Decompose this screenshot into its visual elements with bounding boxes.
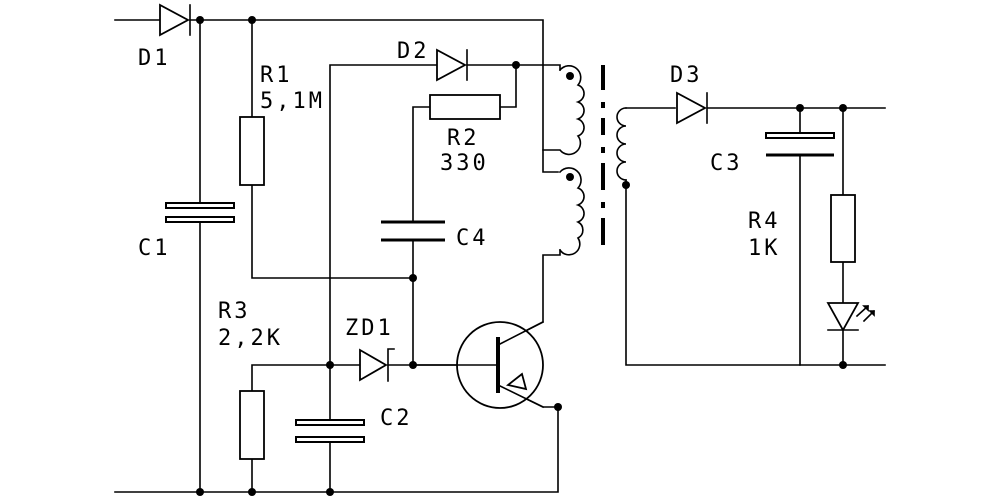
label-zd1: ZD1 <box>345 316 394 341</box>
polarity-dot <box>622 181 630 189</box>
junction-dot <box>196 488 204 496</box>
capacitor-c2 <box>295 419 365 443</box>
wires <box>114 19 886 493</box>
label-c4: C4 <box>456 226 489 251</box>
transformer-primary-lower <box>558 167 585 256</box>
wire-d2-feed <box>329 64 438 493</box>
junction-dot <box>248 16 256 24</box>
wire-bottom-rail <box>114 406 559 493</box>
wire-c4-base <box>387 239 414 366</box>
zener-diode-zd1 <box>359 348 395 382</box>
label-d3: D3 <box>670 63 703 88</box>
resistor-r4 <box>830 194 856 263</box>
junction-dot <box>326 488 334 496</box>
transformer <box>542 65 630 256</box>
transistor-npn <box>412 320 545 409</box>
wire-d2-output <box>466 64 561 71</box>
label-c3: C3 <box>710 151 743 176</box>
wire-r3-branch <box>251 364 361 493</box>
component-labels: D1 R1 5,1M D2 R2 330 D3 C3 R4 1K C1 C4 R… <box>138 39 781 431</box>
label-d1: D1 <box>138 46 171 71</box>
resistor-r3 <box>239 390 265 460</box>
capacitor-c1 <box>165 202 235 223</box>
wire-top-rail <box>189 19 559 173</box>
resistor-r1 <box>239 116 265 186</box>
label-r2-value: 330 <box>440 151 489 176</box>
label-d2: D2 <box>397 39 430 64</box>
wire-r1-branch <box>251 19 414 279</box>
junction-dot <box>839 104 847 112</box>
label-r1-value: 5,1M <box>260 89 325 114</box>
label-r2-name: R2 <box>447 126 480 151</box>
transformer-secondary <box>616 107 627 181</box>
junction-dot <box>512 61 520 69</box>
junction-dot <box>409 274 417 282</box>
junction-dot <box>839 361 847 369</box>
label-r1-name: R1 <box>260 63 293 88</box>
label-r4-name: R4 <box>748 209 781 234</box>
label-r3-value: 2,2K <box>218 326 283 351</box>
diode-d1 <box>159 3 191 37</box>
junction-dot <box>796 104 804 112</box>
diode-d2 <box>436 48 468 82</box>
junction-dots <box>196 16 847 496</box>
led <box>826 302 876 332</box>
junction-dot <box>196 16 204 24</box>
label-c2: C2 <box>380 406 413 431</box>
junction-dot <box>326 361 334 369</box>
junction-dot <box>554 403 562 411</box>
capacitor-c4 <box>381 220 445 242</box>
diode-d3 <box>676 91 708 125</box>
label-c1: C1 <box>138 236 171 261</box>
polarity-dot <box>566 173 574 181</box>
resistor-r2 <box>429 94 501 120</box>
transformer-primary-upper <box>542 65 585 156</box>
junction-dot <box>248 488 256 496</box>
capacitor-c3 <box>765 132 835 157</box>
wire-secondary-bottom <box>625 179 886 366</box>
wire-r2-loop <box>412 64 517 223</box>
polarity-dot <box>566 72 574 80</box>
label-r3-name: R3 <box>218 299 251 324</box>
label-r4-value: 1K <box>748 236 781 261</box>
